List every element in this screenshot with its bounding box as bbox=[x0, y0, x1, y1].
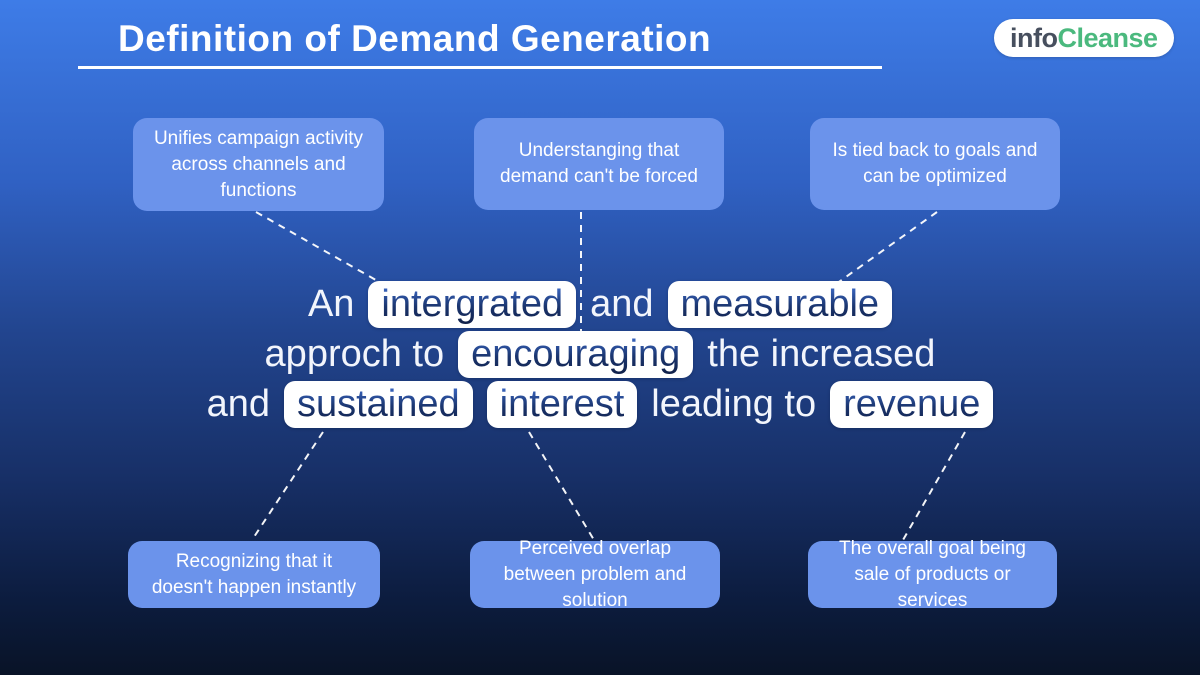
statement-word: and bbox=[590, 282, 654, 325]
statement-word: An bbox=[307, 282, 355, 325]
node-box-label: Unifies campaign activity across channel… bbox=[153, 127, 364, 201]
statement-highlight-encouraging: encouraging bbox=[458, 330, 694, 378]
statement-word: approch to bbox=[264, 332, 445, 375]
statement-word: and bbox=[206, 382, 270, 425]
node-box-overall-goal-sales: The overall goal being sale of products … bbox=[808, 538, 1057, 611]
connector-bottom-right bbox=[902, 431, 966, 541]
page-title: Definition of Demand Generation bbox=[118, 18, 712, 59]
node-box-unifies-campaign: Unifies campaign activity across channel… bbox=[133, 118, 384, 211]
statement-highlight-revenue: revenue bbox=[830, 380, 994, 428]
statement-highlight-interest: interest bbox=[486, 380, 638, 428]
node-box-label: Understanging that demand can't be force… bbox=[500, 140, 698, 187]
connector-top-right bbox=[835, 211, 938, 285]
node-box-label: The overall goal being sale of products … bbox=[839, 537, 1026, 611]
title-underline bbox=[78, 66, 882, 69]
statement-word: the increased bbox=[707, 332, 936, 375]
statement-highlight-intergrated: intergrated bbox=[368, 280, 577, 328]
statement-highlight-sustained: sustained bbox=[283, 380, 473, 428]
statement-highlight-measurable: measurable bbox=[667, 280, 893, 328]
node-box-not-instant: Recognizing that it doesn't happen insta… bbox=[128, 541, 380, 608]
logo-text-info: info bbox=[1010, 22, 1058, 53]
connector-top-left bbox=[255, 211, 391, 289]
node-box-label: Perceived overlap between problem and so… bbox=[503, 537, 687, 611]
central-definition-statement: An intergrated and measurable approch to… bbox=[0, 279, 1200, 429]
statement-word: leading to bbox=[651, 382, 817, 425]
connector-bottom-left bbox=[251, 431, 324, 541]
connector-bottom-middle bbox=[528, 431, 595, 541]
node-box-demand-not-forced: Understanging that demand can't be force… bbox=[474, 118, 724, 210]
statement-line-3: and sustained interest leading to revenu… bbox=[0, 379, 1200, 429]
node-box-tied-to-goals: Is tied back to goals and can be optimiz… bbox=[810, 118, 1060, 210]
statement-line-1: An intergrated and measurable bbox=[0, 279, 1200, 329]
logo-text-cleanse: Cleanse bbox=[1057, 22, 1158, 53]
node-box-problem-solution-overlap: Perceived overlap between problem and so… bbox=[470, 538, 720, 611]
statement-line-2: approch to encouraging the increased bbox=[0, 329, 1200, 379]
node-box-label: Is tied back to goals and can be optimiz… bbox=[832, 140, 1038, 187]
node-box-label: Recognizing that it doesn't happen insta… bbox=[151, 550, 357, 598]
